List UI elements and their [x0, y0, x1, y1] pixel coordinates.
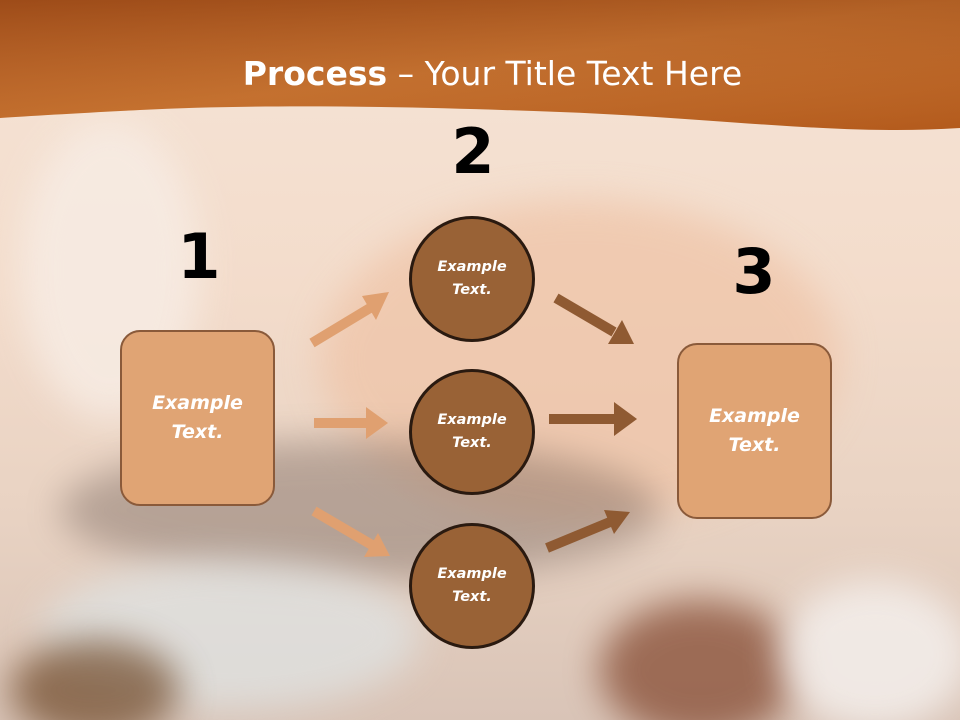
arrow-middle-to-right	[549, 402, 637, 436]
background-photo-white-bottle	[780, 580, 960, 720]
arrow-left-to-top	[309, 292, 389, 348]
arrow-left-to-bottom	[311, 506, 390, 557]
circle-bottom-line1: Example	[437, 566, 507, 582]
right-box-text: Example Text.	[709, 402, 800, 460]
title-bold: Process	[242, 54, 388, 93]
arrow-bottom-to-right	[545, 510, 630, 553]
circle-bottom-line2: Text.	[452, 589, 492, 605]
right-box-line2: Text.	[728, 434, 781, 456]
right-step-box[interactable]: Example Text.	[677, 343, 832, 519]
circle-bottom-text: Example Text.	[437, 563, 506, 609]
background-photo-bottle-right	[600, 600, 800, 720]
left-box-line2: Text.	[171, 421, 224, 443]
background-photo-bottle-left	[10, 640, 180, 720]
circle-top-line2: Text.	[452, 282, 492, 298]
left-step-box[interactable]: Example Text.	[120, 330, 275, 506]
circle-top-text: Example Text.	[437, 256, 506, 302]
step-number-2: 2	[451, 115, 495, 188]
arrow-top-to-right	[553, 293, 634, 344]
middle-circle-bottom[interactable]: Example Text.	[409, 523, 535, 649]
arrow-left-to-middle	[314, 407, 388, 439]
left-box-text: Example Text.	[152, 389, 243, 447]
circle-center-text: Example Text.	[437, 409, 506, 455]
step-number-3: 3	[732, 235, 776, 308]
circle-top-line1: Example	[437, 259, 507, 275]
right-box-line1: Example	[709, 405, 800, 427]
middle-circle-top[interactable]: Example Text.	[409, 216, 535, 342]
left-box-line1: Example	[152, 392, 243, 414]
circle-center-line1: Example	[437, 412, 507, 428]
middle-circle-center[interactable]: Example Text.	[409, 369, 535, 495]
page-title: Process – Your Title Text Here	[0, 52, 960, 96]
title-rest: – Your Title Text Here	[387, 54, 743, 93]
step-number-1: 1	[177, 220, 221, 293]
circle-center-line2: Text.	[452, 435, 492, 451]
header-band	[0, 0, 960, 131]
